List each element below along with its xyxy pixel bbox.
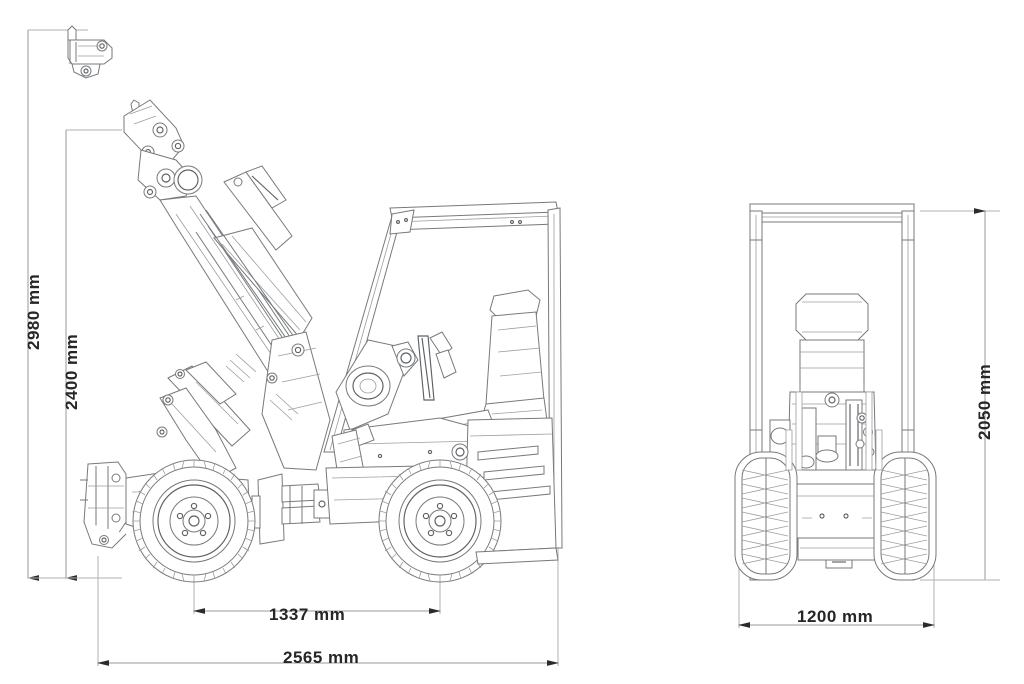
lift-cylinder xyxy=(223,165,293,251)
dimension-label-cab-height: 2050 mm xyxy=(975,363,994,440)
rear-step xyxy=(475,547,559,565)
left-tyre xyxy=(734,451,798,581)
dimension-2400 xyxy=(65,129,122,581)
dimension-label-overall-width: 1200 mm xyxy=(797,607,874,626)
quick-coupler-detail xyxy=(67,25,113,79)
dimension-label-wheelbase: 1337 mm xyxy=(269,605,346,624)
dimension-label-overall-height: 2980 mm xyxy=(24,273,43,350)
dimension-lines-side-view xyxy=(27,29,559,666)
dimension-2565 xyxy=(97,540,559,666)
front-elevation-view xyxy=(734,203,937,581)
steering-wheel xyxy=(417,335,435,401)
dimension-label-height-secondary: 2400 mm xyxy=(62,333,81,410)
attachment-plate xyxy=(80,461,127,549)
front-wheel xyxy=(132,459,256,583)
rear-counterweight xyxy=(789,469,887,569)
right-tyre xyxy=(873,451,937,581)
rear-wheel xyxy=(378,459,502,583)
side-elevation-view xyxy=(67,25,563,583)
dimension-lines-front-view xyxy=(738,208,1000,628)
dimension-2050 xyxy=(920,208,1000,581)
loader-boom xyxy=(123,99,331,481)
seat-back-front xyxy=(795,293,869,393)
dimension-label-overall-length: 2565 mm xyxy=(283,648,360,667)
